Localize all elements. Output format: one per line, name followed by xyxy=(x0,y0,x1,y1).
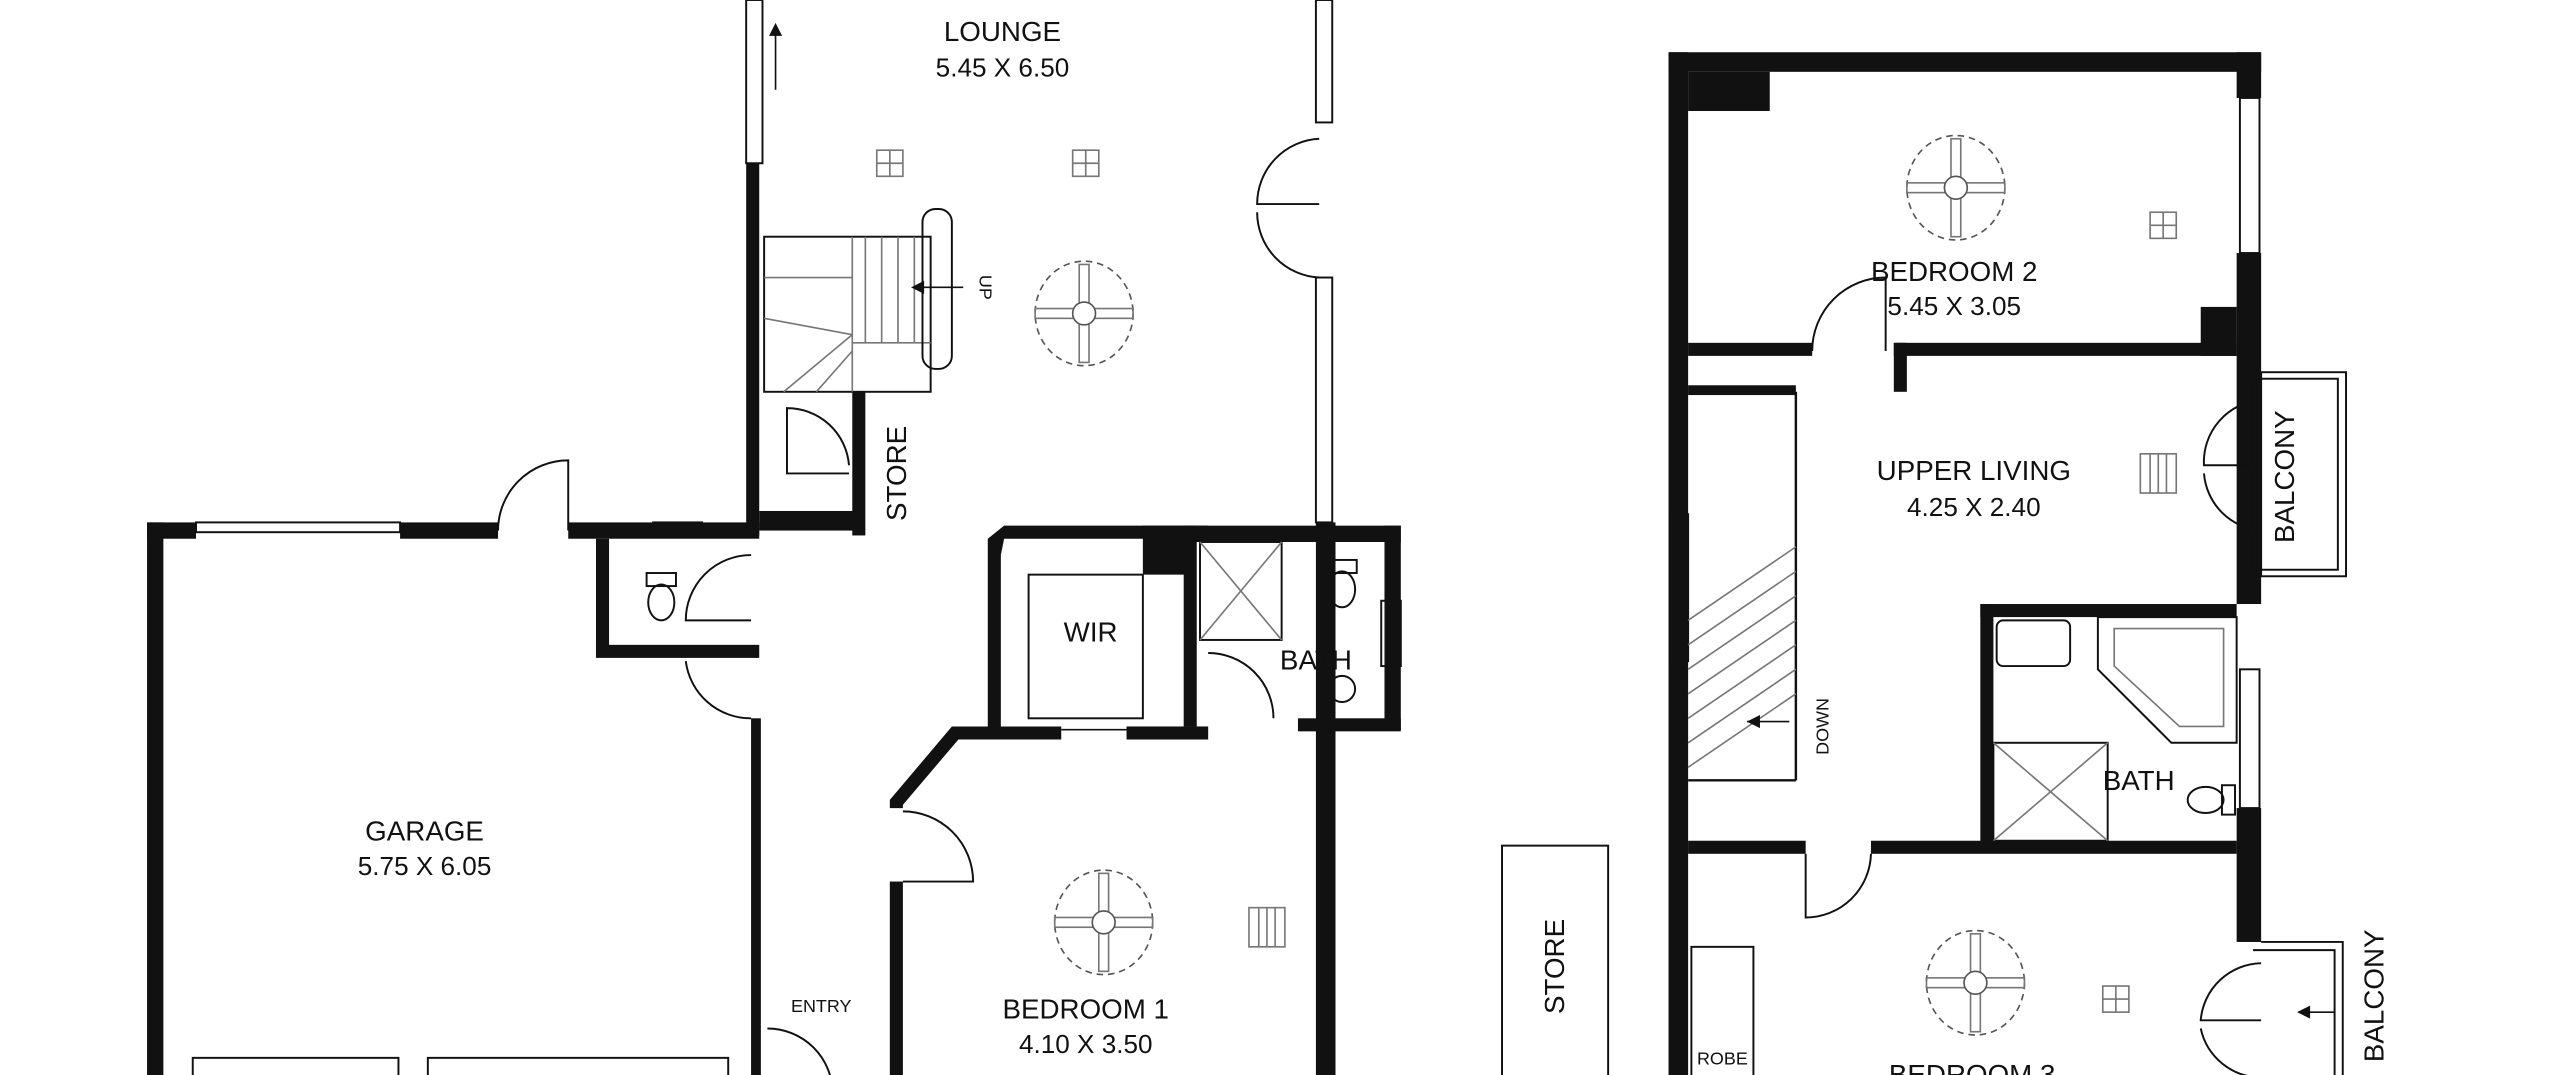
stairs-up-label: UP xyxy=(976,275,996,300)
bedroom2-dims: 5.45 X 3.05 xyxy=(1887,291,2021,321)
upper-living-name: UPPER LIVING xyxy=(1877,455,2071,486)
bedroom1-name: BEDROOM 1 xyxy=(1002,994,1169,1025)
upper-living-dims: 4.25 X 2.40 xyxy=(1907,492,2041,522)
entry-label: ENTRY xyxy=(791,996,852,1016)
upper-floor: BEDROOM 2 5.45 X 3.05 DOWN UPPER LIVING … xyxy=(1501,52,2390,1075)
garage-dims: 5.75 X 6.05 xyxy=(358,851,492,881)
stairs-down-label: DOWN xyxy=(1813,698,1833,755)
balcony-upper-label: BALCONY xyxy=(2269,410,2300,543)
lounge-dims: 5.45 X 6.50 xyxy=(936,53,1070,83)
balcony-lower-label: BALCONY xyxy=(2359,930,2390,1063)
bath-label-upper: BATH xyxy=(2103,765,2175,796)
store-label-ground: STORE xyxy=(881,426,912,521)
garage-name: GARAGE xyxy=(365,816,484,847)
bedroom3-name: BEDROOM 3 xyxy=(1889,1059,2056,1075)
lounge-name: LOUNGE xyxy=(944,16,1061,47)
stairs-up xyxy=(763,207,964,393)
ground-floor: UP STORE GARAGE 5.75 X 6.05 ENTRY xyxy=(147,0,1402,1075)
store-label-upper: STORE xyxy=(1539,919,1570,1014)
bedroom2-name: BEDROOM 2 xyxy=(1871,256,2038,287)
bedroom1-dims: 4.10 X 3.50 xyxy=(1019,1029,1153,1059)
bath-label-ground: BATH xyxy=(1280,644,1352,675)
wir-label: WIR xyxy=(1064,617,1118,648)
robe-label: ROBE xyxy=(1697,1048,1748,1068)
